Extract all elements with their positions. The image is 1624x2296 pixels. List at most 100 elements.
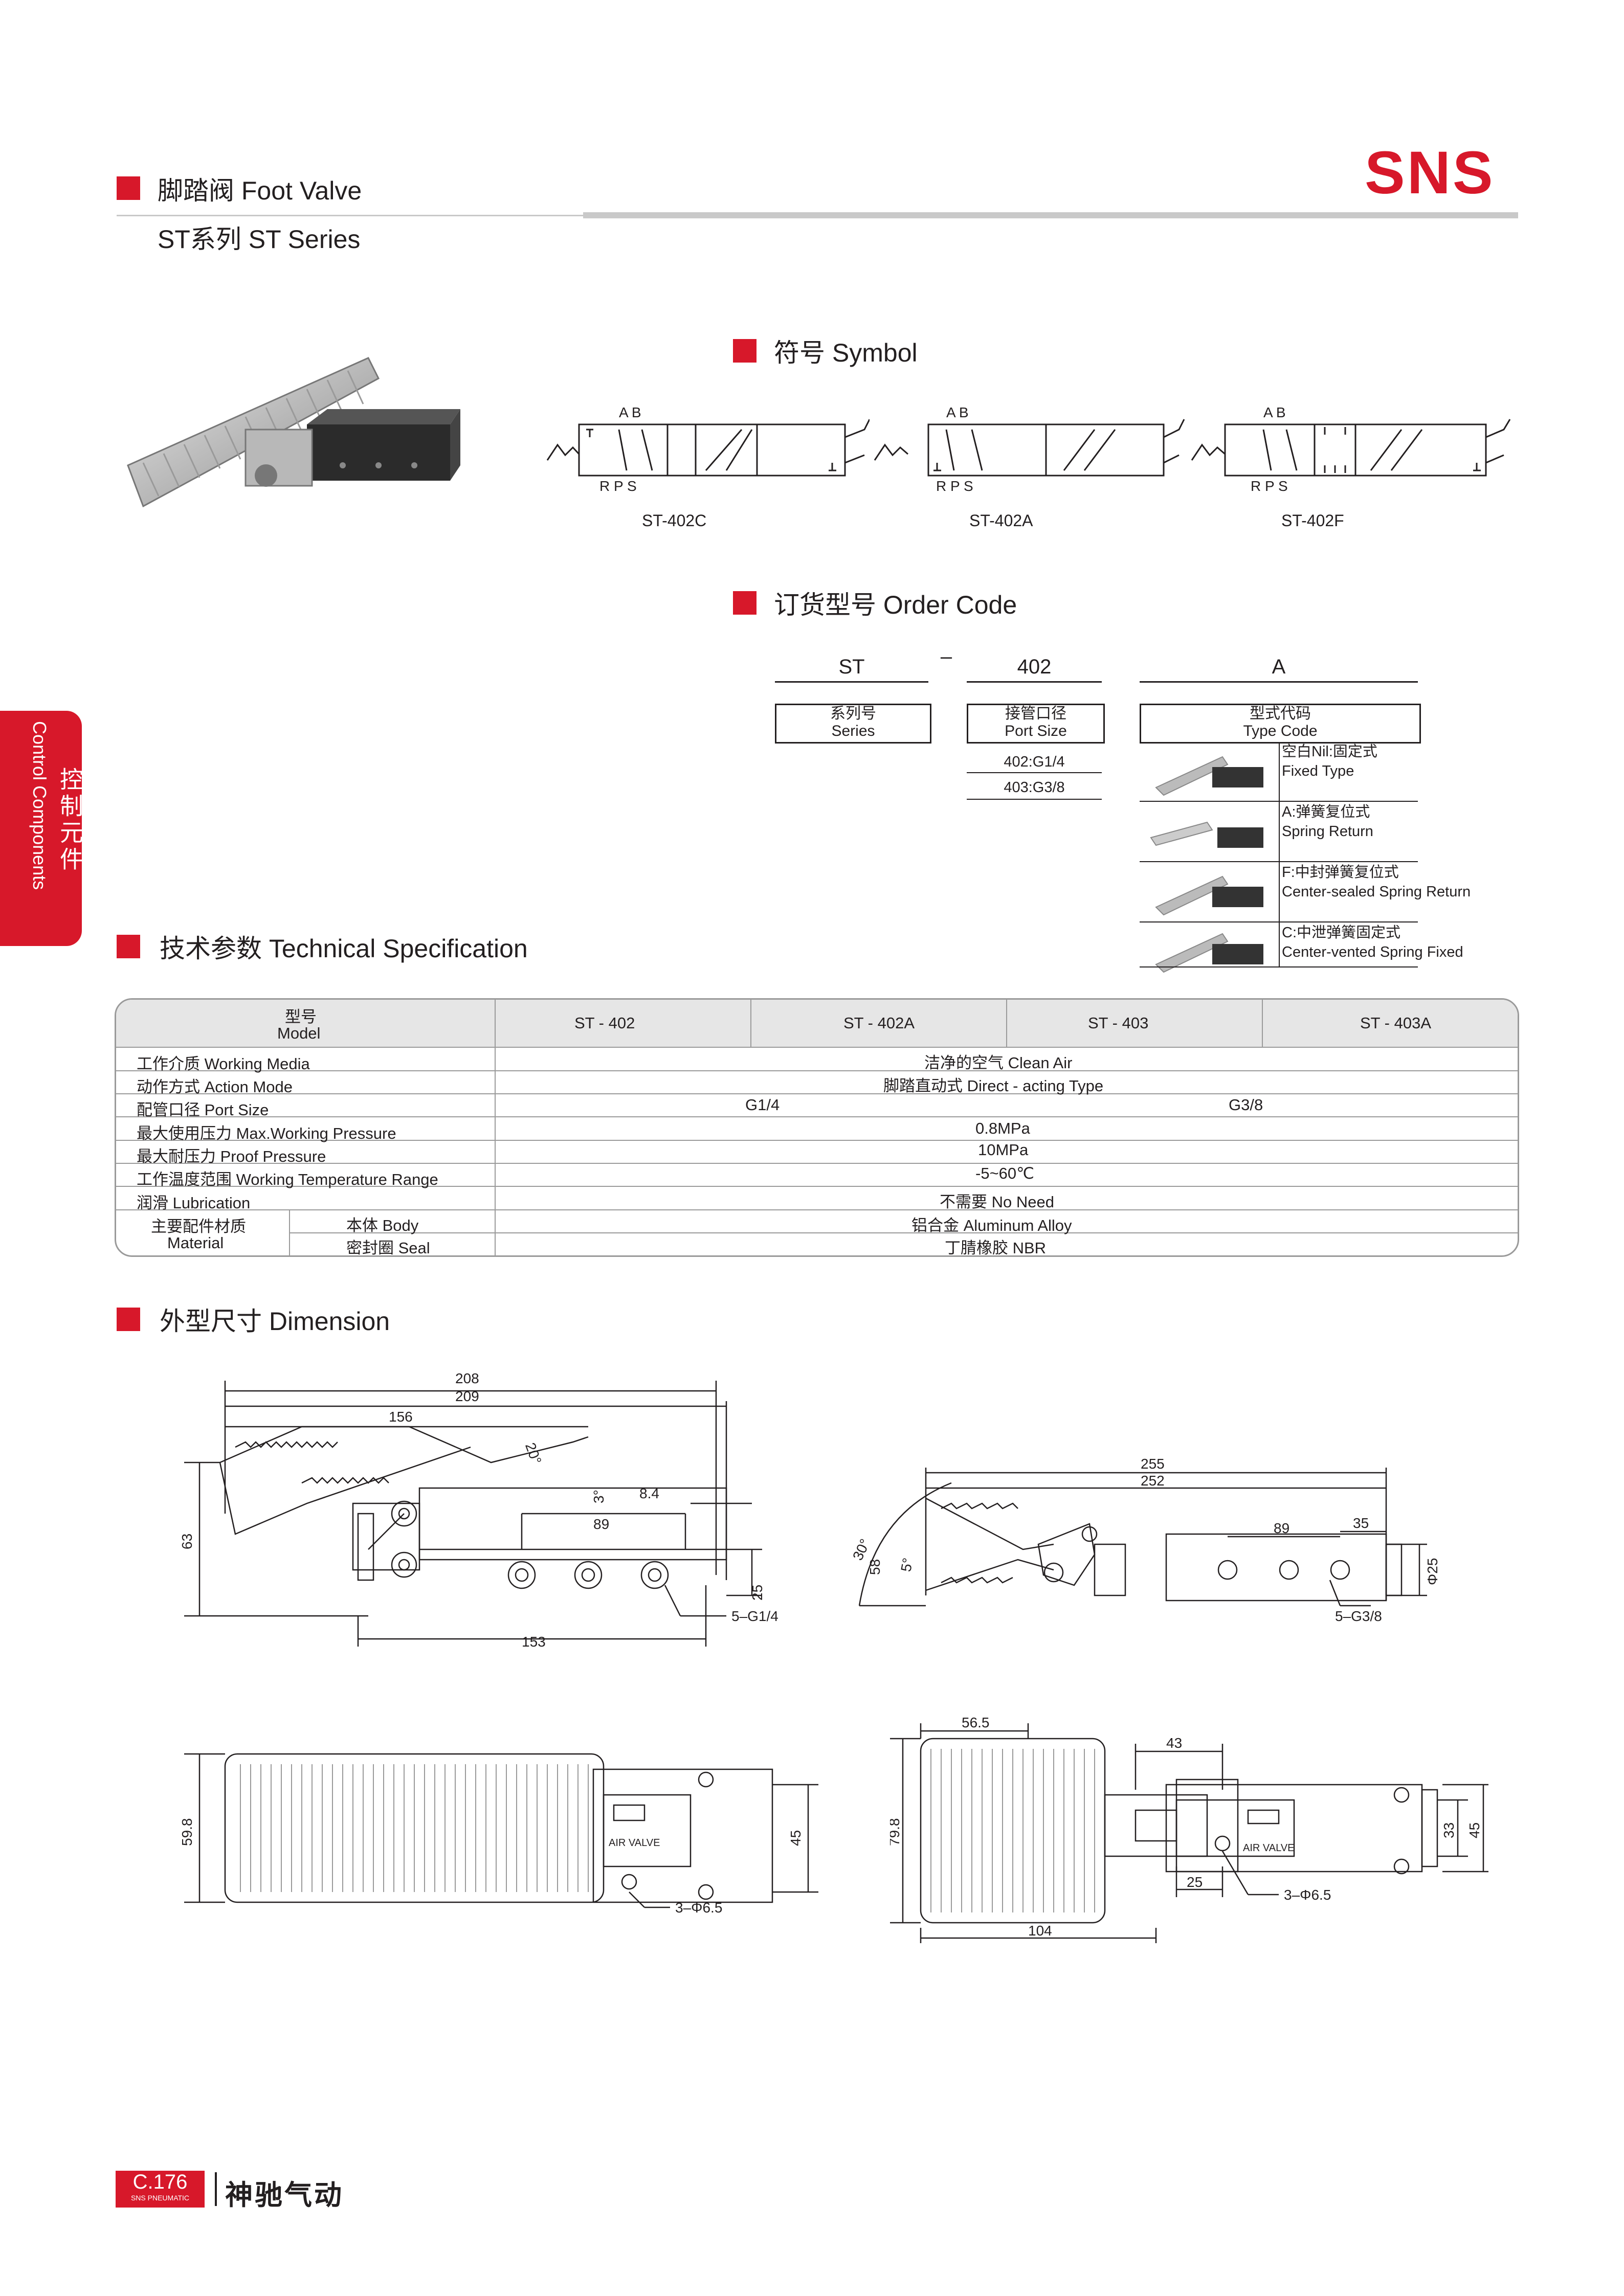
spec-body-label: 本体 Body xyxy=(346,1217,419,1234)
svg-text:209: 209 xyxy=(455,1388,479,1404)
spec-row-lube-label: 润滑 Lubrication xyxy=(137,1194,251,1212)
symbol-st402c-label: ST-402C xyxy=(642,511,707,530)
svg-text:R P S: R P S xyxy=(936,478,973,494)
svg-text:43: 43 xyxy=(1166,1735,1182,1751)
page-subtitle: ST系列 ST Series xyxy=(158,225,361,254)
dimension-side-view-403: 255 252 89 35 30° 58 5° Φ25 5–G3/8 xyxy=(850,1456,1440,1624)
spec-model-4: ST - 403A xyxy=(1360,1014,1432,1032)
order-type-cn: 型式代码 xyxy=(1250,705,1311,722)
order-size-sep-1 xyxy=(967,772,1102,773)
spec-hline-2 xyxy=(116,1093,1518,1094)
spec-vline-h2 xyxy=(1006,1000,1007,1047)
svg-text:R P S: R P S xyxy=(1251,478,1288,494)
spec-hline-6 xyxy=(116,1186,1518,1187)
svg-text:30°: 30° xyxy=(850,1537,873,1563)
order-size-opt-2: 403:G3/8 xyxy=(1004,779,1065,796)
svg-text:R P S: R P S xyxy=(599,478,637,494)
svg-text:20°: 20° xyxy=(522,1440,545,1466)
spec-table: 型号 Model ST - 402 ST - 402A ST - 403 ST … xyxy=(115,998,1519,1257)
spec-row-proof-value: 10MPa xyxy=(978,1141,1029,1159)
svg-text:35: 35 xyxy=(1353,1515,1369,1531)
order-series-cn: 系列号 xyxy=(830,705,876,722)
spec-material-cn: 主要配件材质 xyxy=(151,1218,246,1235)
order-series-value: ST xyxy=(838,656,865,678)
svg-text:3–Φ6.5: 3–Φ6.5 xyxy=(1284,1887,1331,1903)
symbol-st402f: A B R P S xyxy=(1191,404,1511,494)
type-opt-1-cn: 空白Nil:固定式 xyxy=(1282,744,1377,760)
svg-text:3°: 3° xyxy=(591,1490,607,1503)
svg-text:A B: A B xyxy=(1263,404,1286,420)
spec-hline-4 xyxy=(116,1140,1518,1141)
symbol-st402c: A B R P S xyxy=(546,404,870,494)
order-size-sep-2 xyxy=(967,799,1102,800)
spec-heading: 技术参数 Technical Specification xyxy=(160,934,528,963)
spec-row-port-label: 配管口径 Port Size xyxy=(137,1101,269,1119)
spec-hline-1 xyxy=(116,1070,1518,1071)
type-thumb-fixed xyxy=(1155,756,1263,796)
spec-row-lube-value: 不需要 No Need xyxy=(940,1193,1054,1211)
symbol-marker xyxy=(733,339,757,363)
spec-material-en: Material xyxy=(167,1234,224,1252)
spec-row-proof-label: 最大耐压力 Proof Pressure xyxy=(137,1147,326,1165)
order-size-box: 接管口径 Port Size xyxy=(967,704,1105,744)
dimension-heading: 外型尺寸 Dimension xyxy=(160,1307,390,1336)
dimension-marker xyxy=(117,1308,140,1331)
page-title: 脚踏阀 Foot Valve xyxy=(158,176,362,205)
header-divider-thick xyxy=(583,212,1518,218)
product-photo xyxy=(127,357,460,508)
type-opt-2-en: Spring Return xyxy=(1282,823,1373,840)
page-number-badge: C.176 SNS PNEUMATIC xyxy=(116,2171,205,2208)
svg-text:156: 156 xyxy=(389,1409,413,1425)
svg-text:79.8: 79.8 xyxy=(890,1818,902,1847)
dimension-top-view-403: 56.5 43 79.8 33 45 25 104 AIR VALVE 3–Φ6… xyxy=(890,1715,1488,1943)
svg-text:208: 208 xyxy=(455,1370,479,1386)
spec-vline-label xyxy=(495,1000,496,1255)
type-opt-1-en: Fixed Type xyxy=(1282,763,1354,779)
svg-text:3–Φ6.5: 3–Φ6.5 xyxy=(675,1900,722,1916)
spec-row-action-value: 脚踏直动式 Direct - acting Type xyxy=(883,1077,1104,1095)
spec-row-port-value-a: G1/4 xyxy=(745,1096,780,1114)
symbol-heading: 符号 Symbol xyxy=(774,339,918,367)
svg-text:45: 45 xyxy=(1466,1822,1482,1838)
symbol-st402f-label: ST-402F xyxy=(1281,511,1344,530)
type-opt-4-en: Center-vented Spring Fixed xyxy=(1282,944,1463,960)
svg-text:59.8: 59.8 xyxy=(179,1818,195,1847)
type-vert-divider xyxy=(1279,742,1280,967)
svg-text:Φ25: Φ25 xyxy=(1425,1558,1440,1585)
spec-body-value: 铝合金 Aluminum Alloy xyxy=(911,1217,1072,1234)
symbol-st402a: A B R P S xyxy=(874,404,1185,494)
page-number: C.176 xyxy=(132,2171,188,2193)
spec-model-cn: 型号 xyxy=(285,1008,317,1026)
spec-model-3: ST - 403 xyxy=(1088,1014,1149,1032)
order-type-box: 型式代码 Type Code xyxy=(1140,704,1421,744)
spec-row-temp-label: 工作温度范围 Working Temperature Range xyxy=(137,1170,438,1188)
svg-text:25: 25 xyxy=(749,1585,765,1601)
svg-text:89: 89 xyxy=(593,1516,609,1532)
footer-divider xyxy=(215,2172,217,2206)
side-tab-en: Control Components xyxy=(29,721,50,890)
symbol-st402a-label: ST-402A xyxy=(969,511,1033,530)
svg-text:45: 45 xyxy=(788,1830,804,1846)
order-series-en: Series xyxy=(831,723,875,739)
type-opt-4-cn: C:中泄弹簧固定式 xyxy=(1282,925,1401,941)
dimension-top-view-402: 59.8 45 AIR VALVE 3–Φ6.5 xyxy=(179,1753,818,1916)
order-size-value: 402 xyxy=(1017,656,1052,678)
svg-text:AIR VALVE: AIR VALVE xyxy=(1243,1842,1294,1854)
type-thumb-center-sealed xyxy=(1155,875,1263,916)
spec-hline-8 xyxy=(289,1232,1518,1233)
spec-vline-h1 xyxy=(750,1000,751,1047)
spec-row-action-label: 动作方式 Action Mode xyxy=(137,1078,293,1096)
spec-header-row xyxy=(116,1000,1518,1047)
svg-text:5–G3/8: 5–G3/8 xyxy=(1335,1608,1382,1624)
order-size-opt-1: 402:G1/4 xyxy=(1004,754,1065,770)
spec-seal-label: 密封圈 Seal xyxy=(346,1239,430,1257)
spec-model-1: ST - 402 xyxy=(574,1014,635,1032)
type-thumb-center-vented xyxy=(1155,933,1263,973)
spec-vline-h3 xyxy=(1262,1000,1263,1047)
svg-text:25: 25 xyxy=(1187,1874,1203,1890)
order-series-line xyxy=(775,681,928,683)
svg-text:63: 63 xyxy=(179,1534,195,1549)
spec-row-maxp-value: 0.8MPa xyxy=(975,1119,1030,1137)
svg-text:58: 58 xyxy=(867,1559,883,1575)
svg-text:33: 33 xyxy=(1441,1822,1457,1838)
